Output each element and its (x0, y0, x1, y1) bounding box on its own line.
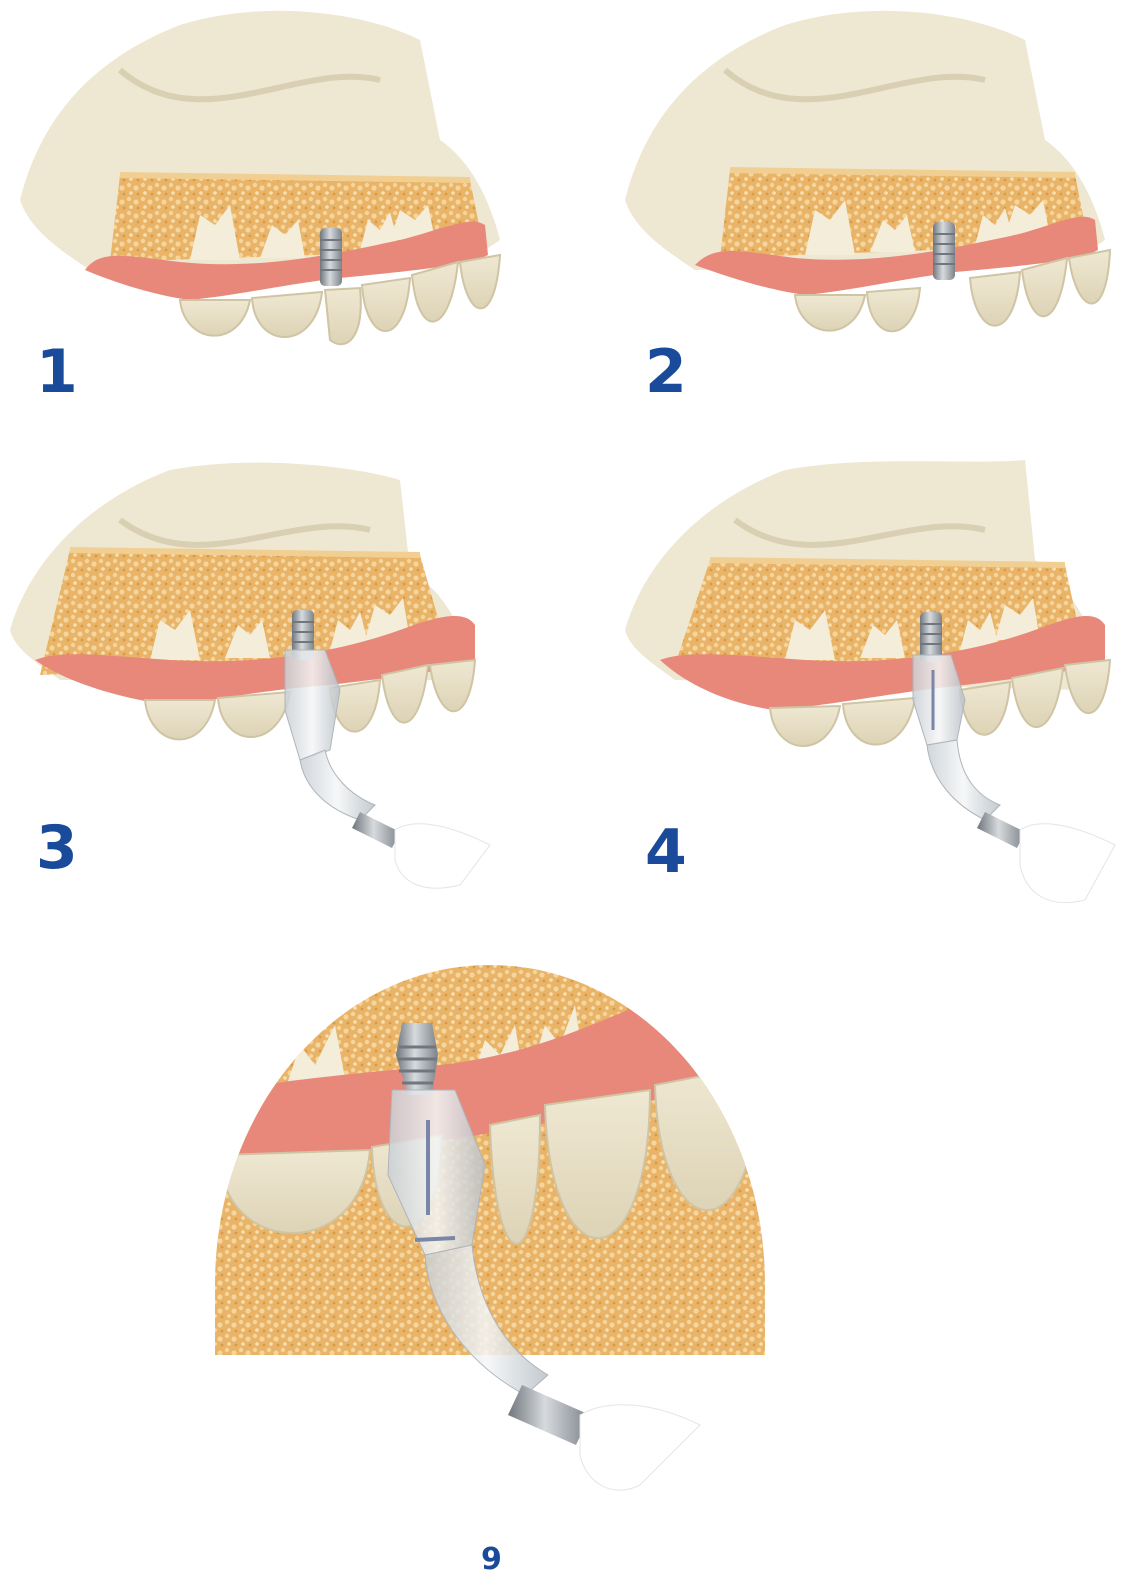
step-number: 1 (36, 342, 78, 402)
implant-icon (933, 222, 955, 280)
step-panel-9: 9 (210, 955, 770, 1515)
step-panel-3: 3 (0, 460, 520, 880)
step-panel-4: 4 (615, 460, 1135, 910)
jaw-illustration (0, 0, 520, 380)
step-number: 2 (645, 342, 687, 402)
jaw-illustration (615, 460, 1135, 910)
implant-icon (320, 228, 342, 286)
jaw-illustration (0, 460, 520, 880)
step-panel-1: 1 (0, 0, 520, 380)
step-number: 4 (645, 822, 687, 882)
step-number: 9 (481, 1545, 502, 1575)
jaw-illustration (615, 0, 1135, 380)
step-panel-2: 2 (615, 0, 1135, 380)
step-number: 3 (36, 818, 78, 878)
closeup-illustration (210, 955, 770, 1515)
implant-icon (396, 1023, 438, 1095)
